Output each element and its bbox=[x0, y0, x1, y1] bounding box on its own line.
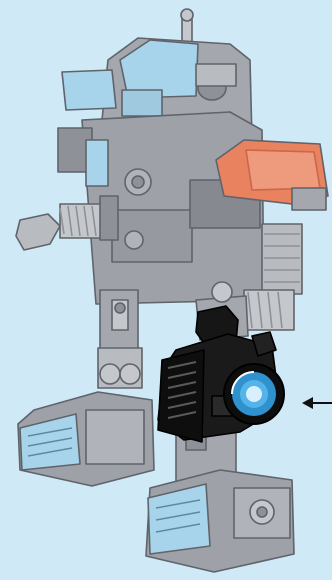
callout-arrow-icon bbox=[302, 397, 332, 409]
left-foot bbox=[18, 392, 154, 486]
lens-icon bbox=[224, 364, 284, 424]
left-leg bbox=[98, 290, 142, 388]
right-foot bbox=[146, 470, 294, 572]
